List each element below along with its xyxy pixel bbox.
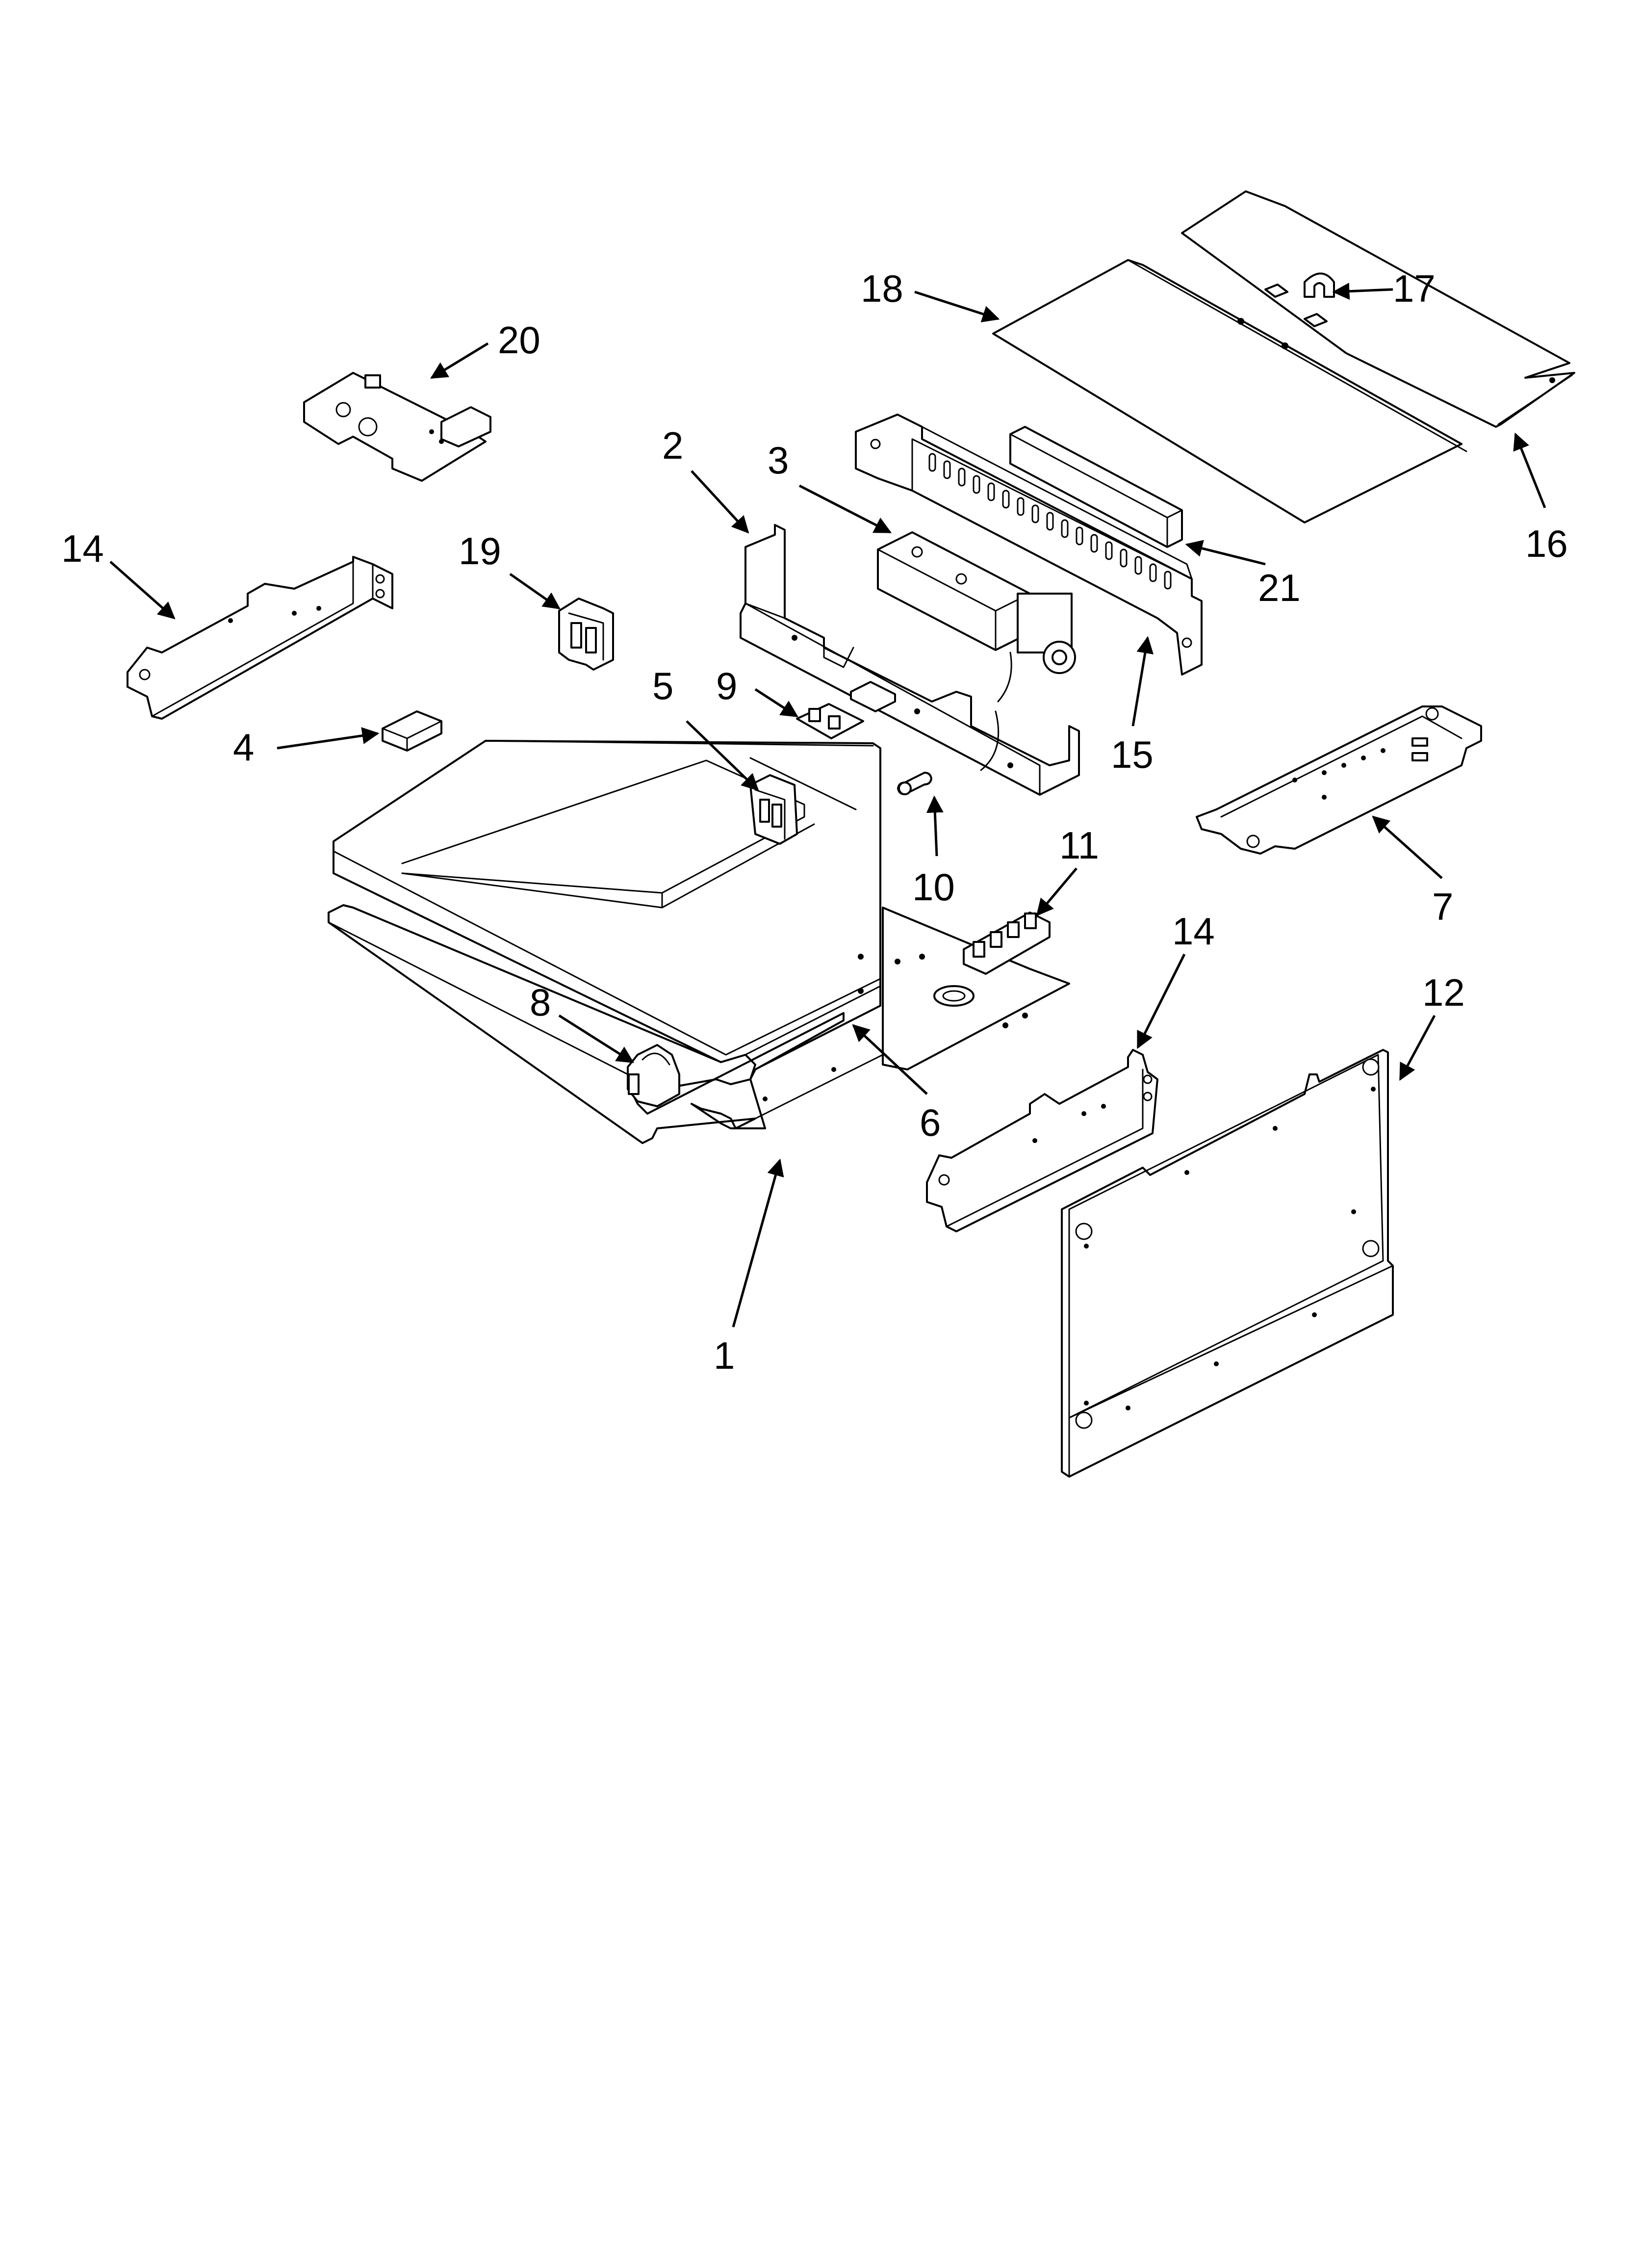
part-3-control-module [877, 531, 1076, 703]
leader-4 [277, 727, 380, 750]
leader-12 [1399, 1015, 1436, 1081]
callout-7: 7 [1432, 885, 1453, 928]
leader-17 [1332, 283, 1393, 300]
callout-14-right: 14 [1172, 910, 1215, 953]
part-1-bottom-tray [328, 904, 884, 1144]
leader-1 [732, 1158, 784, 1328]
part-16-top-cover [1181, 190, 1575, 428]
part-18-insulation-sheet [992, 259, 1467, 523]
callout-1: 1 [714, 1334, 735, 1377]
part-17-clip [1264, 272, 1335, 327]
callout-labels: 18 17 16 20 2 3 21 15 14 19 4 5 9 10 11 … [61, 267, 1568, 1377]
callout-6: 6 [920, 1101, 941, 1144]
leader-11 [1036, 867, 1078, 916]
callout-21: 21 [1258, 566, 1301, 609]
part-4-small-block [382, 710, 442, 752]
vent-slots [928, 453, 1172, 590]
part-7-support-plate [1196, 705, 1482, 855]
leader-3 [798, 484, 892, 534]
callout-15: 15 [1111, 733, 1154, 776]
callout-2: 2 [662, 424, 683, 467]
callout-8: 8 [530, 981, 551, 1024]
part-2-center-bracket [740, 524, 1080, 796]
part-15-vented-channel [855, 414, 1203, 676]
callout-16: 16 [1525, 522, 1568, 565]
leader-15 [1131, 636, 1154, 727]
leader-21 [1185, 540, 1266, 566]
leader-14-left [109, 561, 176, 620]
leader-10 [926, 795, 944, 857]
leader-lines [109, 283, 1546, 1328]
callout-18: 18 [861, 267, 903, 310]
callout-17: 17 [1393, 267, 1436, 310]
leader-2 [691, 470, 749, 534]
leader-8 [558, 1014, 634, 1064]
part-20-bracket-plate [303, 372, 491, 482]
callout-20: 20 [498, 318, 540, 362]
leader-9 [754, 688, 798, 718]
leader-20 [430, 342, 489, 379]
leader-5 [686, 720, 759, 791]
part-12-front-panel [1061, 1049, 1394, 1478]
callout-5: 5 [652, 664, 673, 707]
leader-7 [1372, 815, 1443, 879]
leader-14-right [1136, 953, 1186, 1049]
part-21-gasket-strip [1009, 426, 1183, 548]
part-11-terminal-strip [963, 912, 1051, 975]
part-14-left-side-rail [127, 556, 393, 720]
part-9-terminal-block [796, 703, 864, 739]
callout-19: 19 [459, 529, 501, 573]
callout-10: 10 [912, 865, 955, 909]
part-10-fuse [897, 772, 932, 795]
part-5-door-switch [749, 774, 798, 845]
callout-11: 11 [1059, 824, 1099, 867]
leader-19 [509, 573, 561, 610]
callout-12: 12 [1422, 971, 1465, 1014]
part-14-right-side-rail [926, 1049, 1158, 1232]
leader-18 [914, 290, 1000, 322]
callout-4: 4 [233, 726, 254, 769]
callout-14-left: 14 [61, 527, 104, 570]
leader-16 [1513, 432, 1546, 508]
part-8-latch [627, 1044, 680, 1107]
leader-6 [852, 1024, 928, 1095]
part-6-oven-housing [333, 740, 881, 1080]
mounting-tab [850, 681, 896, 712]
callout-3: 3 [768, 439, 789, 482]
part-19-switch [558, 598, 614, 671]
callout-9: 9 [716, 664, 737, 707]
